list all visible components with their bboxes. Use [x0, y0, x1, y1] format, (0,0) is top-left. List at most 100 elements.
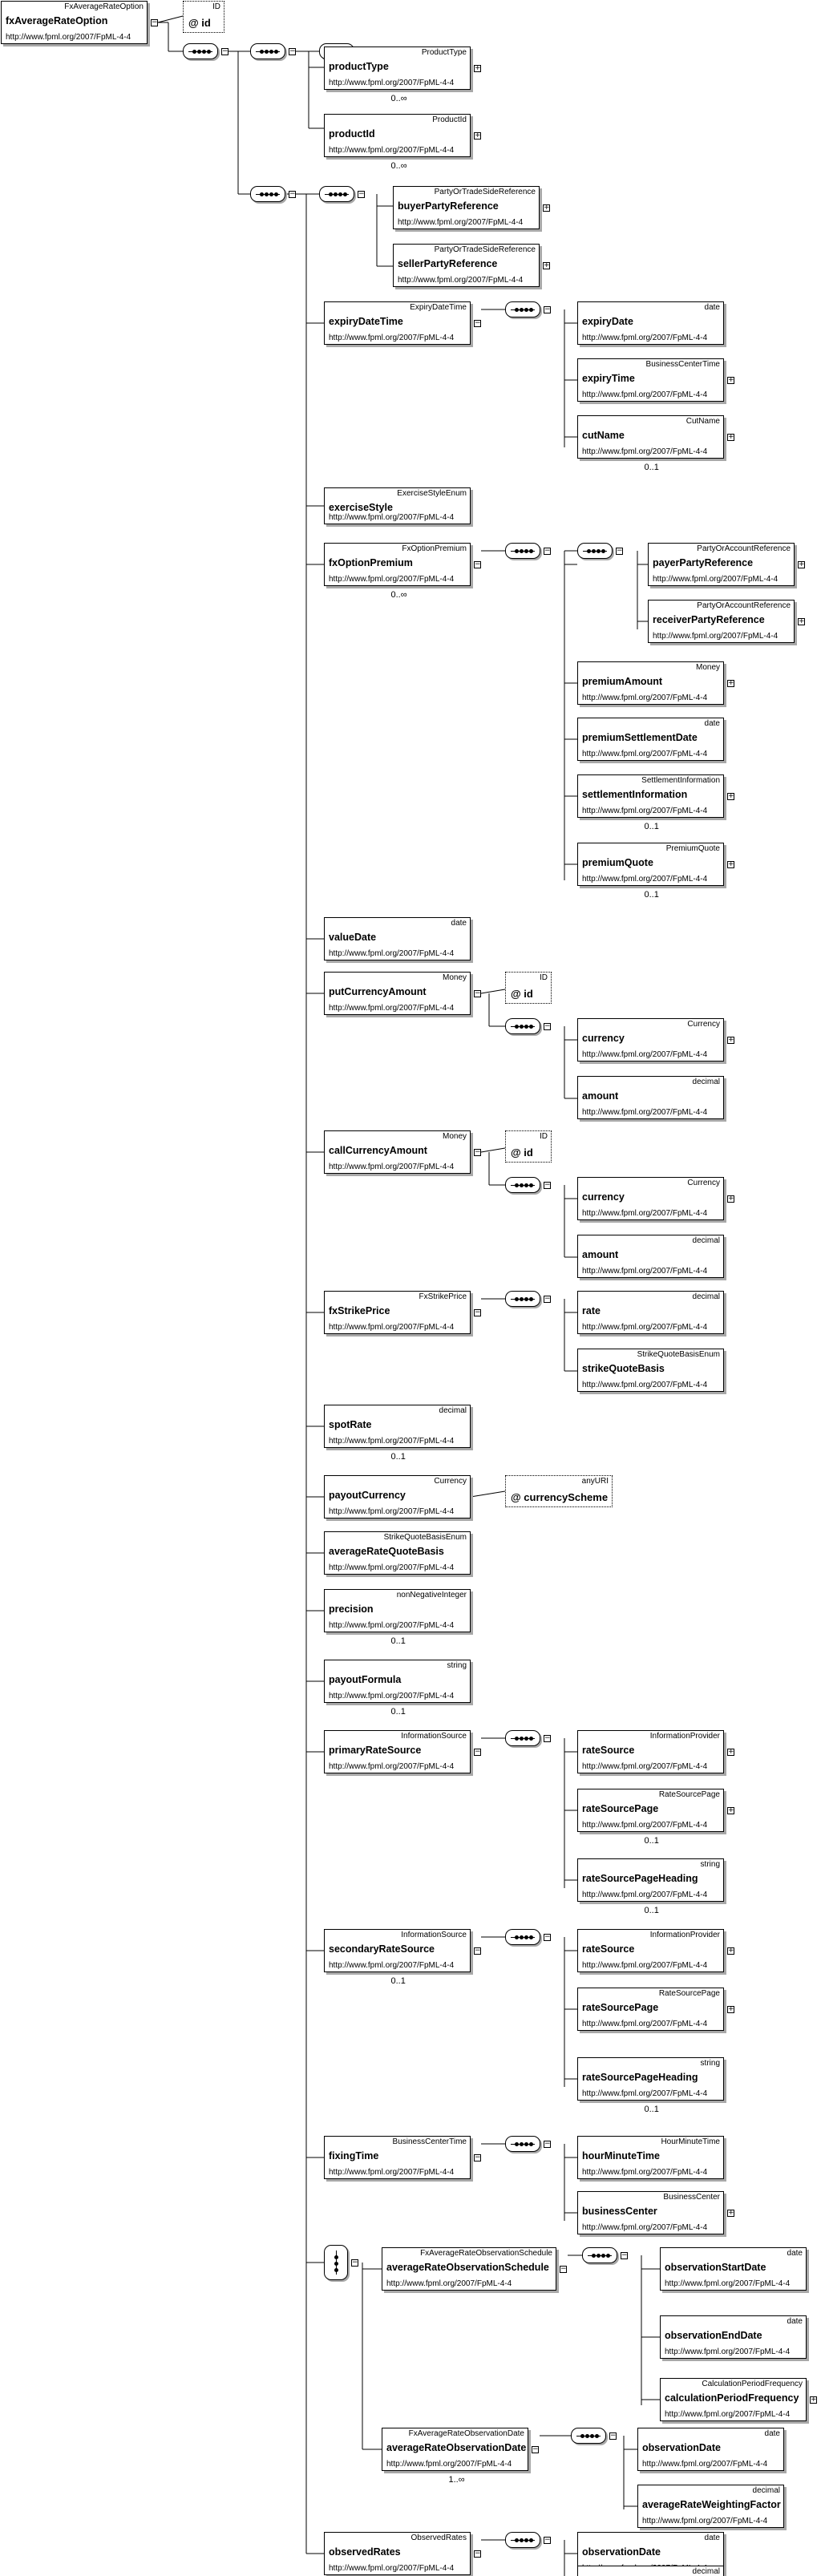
collapse-toggle[interactable]: − [474, 1308, 481, 1316]
collapse-toggle[interactable]: − [474, 2153, 481, 2161]
collapse-toggle[interactable]: − [544, 1734, 551, 1742]
collapse-toggle[interactable]: − [289, 47, 296, 55]
expand-toggle[interactable]: + [543, 204, 550, 212]
collapse-toggle[interactable]: − [532, 2445, 539, 2453]
expand-toggle[interactable]: + [727, 679, 734, 687]
expand-toggle[interactable]: + [798, 560, 805, 568]
expand-toggle[interactable]: + [727, 860, 734, 868]
collapse-toggle[interactable]: − [474, 2550, 481, 2558]
collapse-toggle[interactable]: − [544, 1295, 551, 1303]
element-observedRate[interactable]: decimalobservedRatehttp://www.fpml.org/2… [577, 2566, 724, 2576]
expand-toggle[interactable]: + [798, 617, 805, 625]
collapse-toggle[interactable]: − [151, 18, 158, 26]
collapse-toggle[interactable]: − [616, 547, 623, 555]
collapse-toggle[interactable]: − [351, 2259, 358, 2267]
element-fxAverageRateOption[interactable]: FxAverageRateOption fxAverageRateOption … [1, 1, 148, 44]
collapse-toggle[interactable]: − [474, 1748, 481, 1756]
collapse-toggle[interactable]: − [221, 47, 229, 55]
collapse-toggle[interactable]: − [358, 190, 365, 198]
expand-toggle[interactable]: + [727, 1748, 734, 1756]
collapse-toggle[interactable]: − [560, 2265, 567, 2273]
expand-toggle[interactable]: + [727, 1806, 734, 1814]
expand-toggle[interactable]: + [727, 2209, 734, 2217]
expand-toggle[interactable]: + [810, 2396, 817, 2404]
collapse-toggle[interactable]: − [544, 305, 551, 313]
collapse-toggle[interactable]: − [544, 2140, 551, 2148]
expand-toggle[interactable]: + [727, 1195, 734, 1203]
collapse-toggle[interactable]: − [544, 547, 551, 555]
collapse-toggle[interactable]: − [474, 319, 481, 327]
collapse-toggle[interactable]: − [544, 1022, 551, 1030]
expand-toggle[interactable]: + [474, 131, 481, 140]
expand-toggle[interactable]: + [727, 1036, 734, 1044]
collapse-toggle[interactable]: − [544, 2536, 551, 2544]
expand-toggle[interactable]: + [474, 64, 481, 72]
expand-toggle[interactable]: + [727, 792, 734, 800]
expand-toggle[interactable]: + [727, 376, 734, 384]
expand-toggle[interactable]: + [727, 433, 734, 441]
collapse-toggle[interactable]: − [609, 2432, 617, 2440]
collapse-toggle[interactable]: − [289, 190, 296, 198]
collapse-toggle[interactable]: − [544, 1933, 551, 1941]
collapse-toggle[interactable]: − [474, 989, 481, 997]
collapse-toggle[interactable]: − [621, 2251, 628, 2259]
collapse-toggle[interactable]: − [474, 1148, 481, 1156]
expand-toggle[interactable]: + [727, 2005, 734, 2013]
collapse-toggle[interactable]: − [544, 1181, 551, 1189]
expand-toggle[interactable]: + [727, 1947, 734, 1955]
collapse-toggle[interactable]: − [474, 1947, 481, 1955]
collapse-toggle[interactable]: − [474, 560, 481, 568]
expand-toggle[interactable]: + [543, 261, 550, 269]
